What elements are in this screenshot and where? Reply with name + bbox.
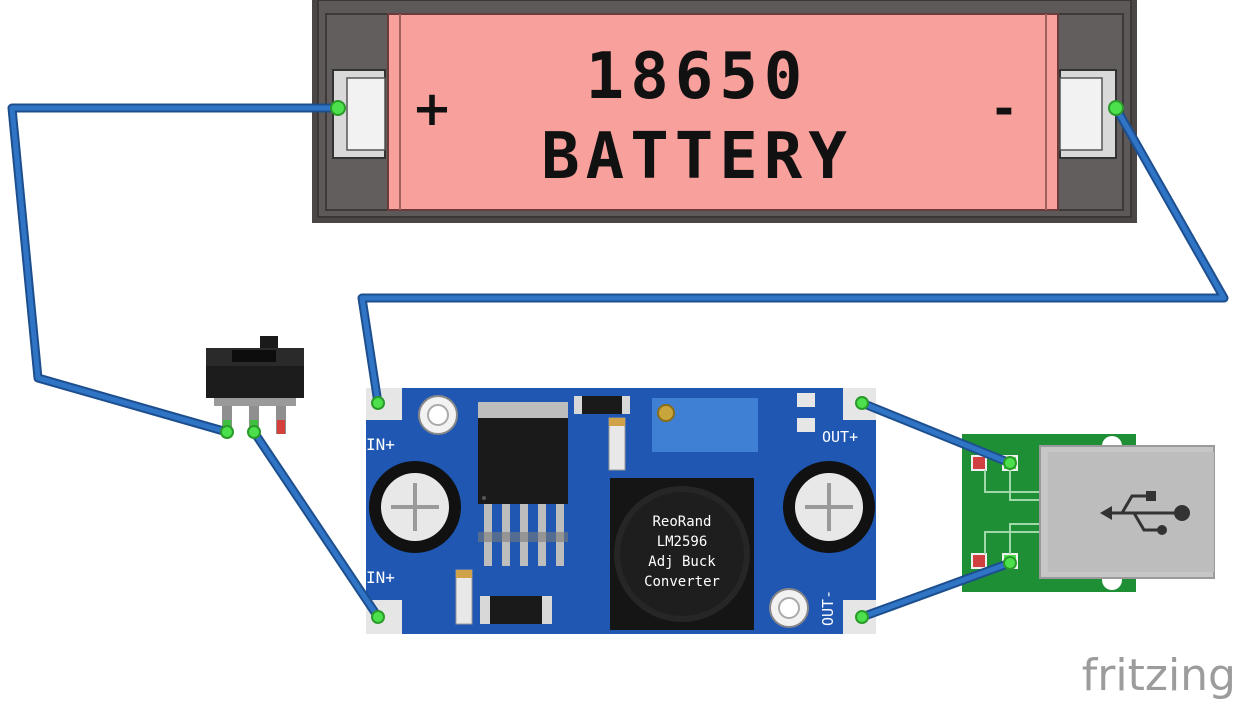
chip-label-4: Converter — [644, 574, 720, 590]
battery-18650: 18650 BATTERY + - — [387, 13, 1059, 211]
chip-label-2: LM2596 — [657, 534, 708, 550]
usb-icon — [1104, 494, 1180, 532]
usb-connector — [962, 434, 1215, 592]
wires — [7, 103, 1229, 622]
label-out-minus: OUT- — [819, 590, 837, 626]
fritzing-watermark: fritzing — [1082, 650, 1236, 701]
battery-plus: + — [412, 81, 452, 137]
label-in-plus-bottom: IN+ — [366, 568, 395, 587]
buck-converter-board: ReoRand LM2596 Adj Buck Converter IN+ IN… — [366, 388, 876, 634]
battery-minus: - — [994, 81, 1014, 137]
label-in-plus-top: IN+ — [366, 435, 395, 454]
chip-label-3: Adj Buck — [648, 554, 716, 570]
connection-points — [220, 100, 1124, 624]
battery-line1: 18650 — [586, 40, 809, 114]
label-out-plus: OUT+ — [822, 428, 858, 446]
battery-line2: BATTERY — [541, 120, 853, 194]
slide-switch — [206, 336, 304, 434]
chip-label-1: ReoRand — [652, 514, 711, 530]
